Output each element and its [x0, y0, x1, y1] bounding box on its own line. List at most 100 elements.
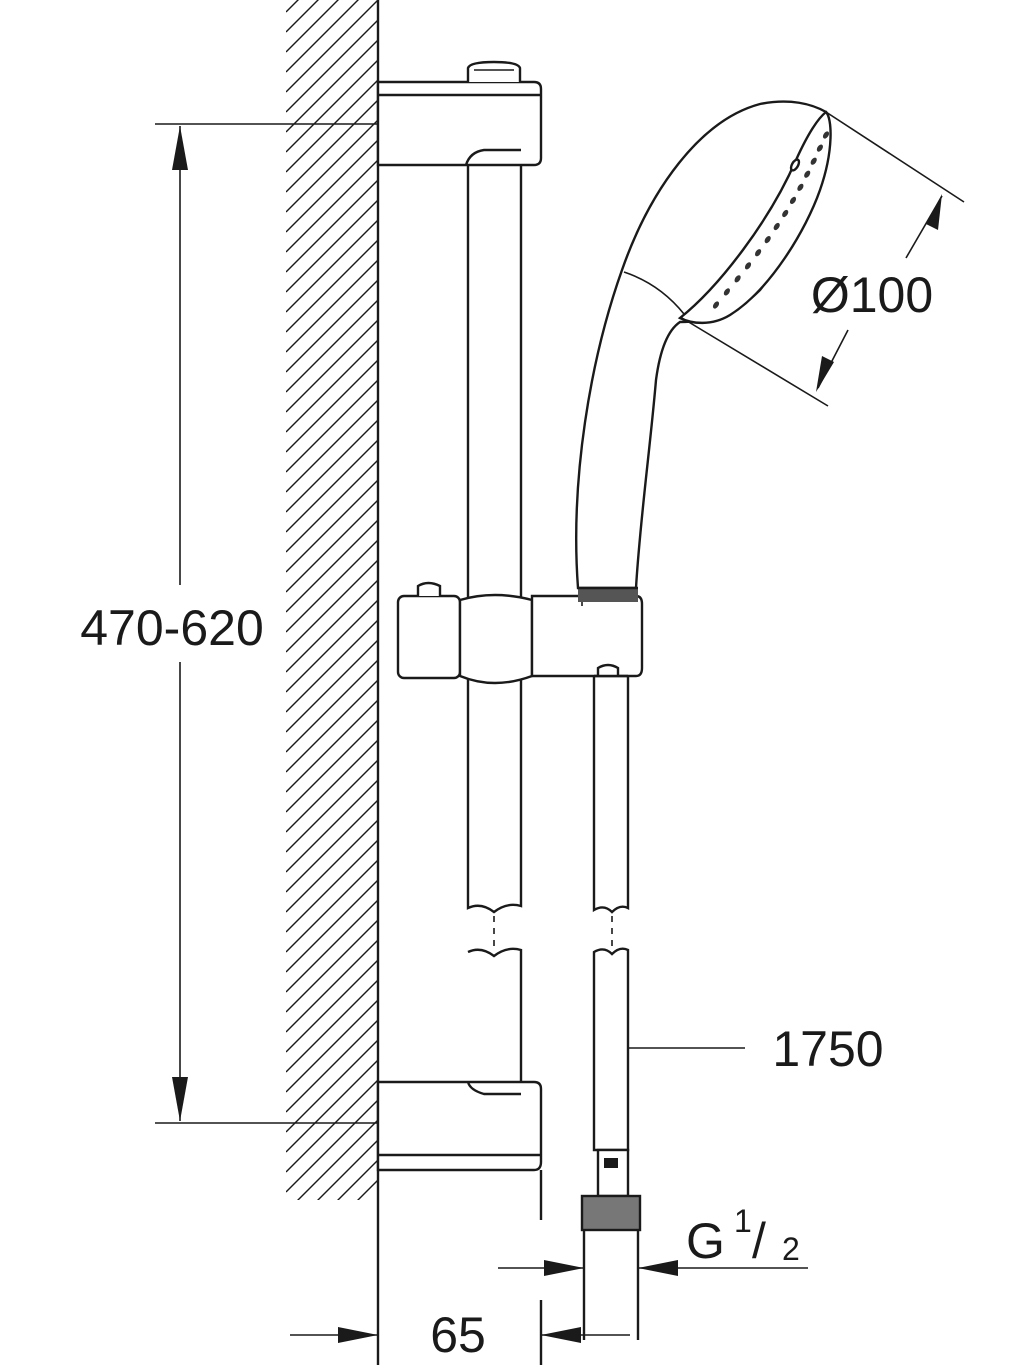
hatch-line	[286, 1079, 378, 1173]
hatch-line	[286, 1240, 378, 1332]
hatch-line	[286, 539, 378, 633]
hose-sleeve-mark	[604, 1158, 618, 1168]
nozzle	[734, 275, 741, 283]
nozzle	[810, 157, 817, 165]
nozzle	[773, 222, 780, 231]
hatch-line	[286, 319, 378, 413]
hatch-line	[286, 419, 378, 513]
top-bracket-screw-cap	[466, 60, 522, 82]
hatch-line	[286, 779, 378, 873]
hatch-line	[286, 0, 339, 53]
hatch-line	[286, 959, 378, 1053]
hose-lower-segment	[592, 947, 630, 1152]
hatch-line	[286, 1280, 378, 1365]
diameter-extension-bottom	[681, 317, 829, 407]
nozzle	[804, 170, 811, 178]
nozzle	[797, 183, 804, 191]
bottom-wall-bracket	[376, 1080, 543, 1172]
hatch-line	[286, 199, 378, 293]
hatch-line	[286, 759, 378, 853]
hatch-line	[286, 19, 378, 113]
hatch-line	[286, 619, 378, 713]
hatch-line	[286, 879, 378, 973]
hatch-line	[286, 699, 378, 793]
handle-knurled-nut	[578, 588, 638, 602]
bottom-bracket-body	[376, 1080, 543, 1172]
hatch-line	[286, 839, 378, 933]
hatch-line	[286, 359, 378, 453]
diameter-dimension: Ø100	[681, 111, 965, 407]
height-arrow-bottom	[172, 1077, 188, 1121]
hatch-line	[286, 479, 378, 573]
hatch-line	[286, 139, 378, 233]
diameter-label: Ø100	[811, 267, 933, 323]
hatch-line	[286, 159, 378, 253]
rail-lower-segment	[467, 947, 523, 1082]
hose-sleeve	[596, 1148, 630, 1198]
hatch-line	[286, 519, 378, 613]
thread-fraction-slash: /	[752, 1213, 766, 1269]
slide-holder	[396, 581, 644, 685]
hatch-line	[286, 559, 378, 653]
height-dimension-label: 470-620	[80, 600, 264, 656]
hatch-line	[286, 1260, 378, 1352]
wall	[286, 0, 380, 1365]
height-dimension: 470-620	[80, 123, 378, 1124]
diameter-arrow-bottom	[816, 356, 834, 392]
hatch-line	[286, 939, 378, 1033]
hose-length-label: 1750	[772, 1021, 883, 1077]
thread-denominator: 2	[782, 1231, 800, 1267]
hatch-line	[286, 339, 378, 433]
diameter-extension-top	[825, 111, 965, 203]
nozzle	[789, 196, 797, 204]
hatch-line	[286, 659, 378, 753]
hatch-line	[286, 719, 378, 813]
shower-hose	[580, 663, 642, 1340]
hatch-line	[286, 279, 378, 373]
hatch-line	[286, 379, 378, 473]
diameter-arrow-top	[926, 194, 942, 230]
hatch-line	[286, 299, 378, 393]
hatch-line	[286, 79, 378, 173]
hatch-line	[286, 919, 378, 1013]
hatch-line	[286, 579, 378, 673]
hatch-line	[286, 0, 319, 33]
hatch-line	[286, 679, 378, 773]
spray-face	[677, 110, 832, 325]
hose-swivel	[596, 663, 620, 676]
shower-rail	[466, 162, 523, 1082]
thread-dimension: G 1 / 2	[498, 1203, 808, 1276]
hose-length-dimension: 1750	[628, 1021, 884, 1077]
hand-shower	[575, 100, 832, 602]
hatch-line	[286, 119, 378, 213]
offset-dimension: 65	[290, 1170, 630, 1365]
height-arrow-top	[172, 126, 188, 170]
nozzle	[764, 236, 771, 244]
slider-knob-left	[396, 594, 462, 680]
hatch-line	[317, 1139, 378, 1200]
top-wall-bracket	[376, 60, 543, 167]
hatch-line	[286, 399, 378, 493]
hatch-line	[286, 859, 378, 953]
nozzle	[816, 144, 823, 152]
top-bracket-body	[376, 80, 543, 167]
hatch-line	[286, 0, 378, 93]
hatch-line	[286, 999, 378, 1093]
slider-screw	[416, 581, 442, 596]
hatch-line	[286, 179, 378, 273]
hatch-line	[286, 599, 378, 693]
hatch-line	[286, 799, 378, 893]
thread-arrow-left	[544, 1260, 584, 1276]
hatch-line	[286, 819, 378, 913]
hatch-line	[286, 219, 378, 313]
nozzle	[755, 249, 762, 257]
hose-nut-knurled	[580, 1194, 642, 1232]
nozzle	[712, 301, 720, 309]
hatch-line	[286, 639, 378, 733]
spray-nozzles	[712, 131, 830, 309]
nozzle	[744, 262, 752, 270]
hatch-line	[286, 1099, 378, 1193]
hatch-line	[286, 499, 378, 593]
hatch-line	[286, 99, 378, 193]
hatch-line	[286, 1059, 378, 1153]
